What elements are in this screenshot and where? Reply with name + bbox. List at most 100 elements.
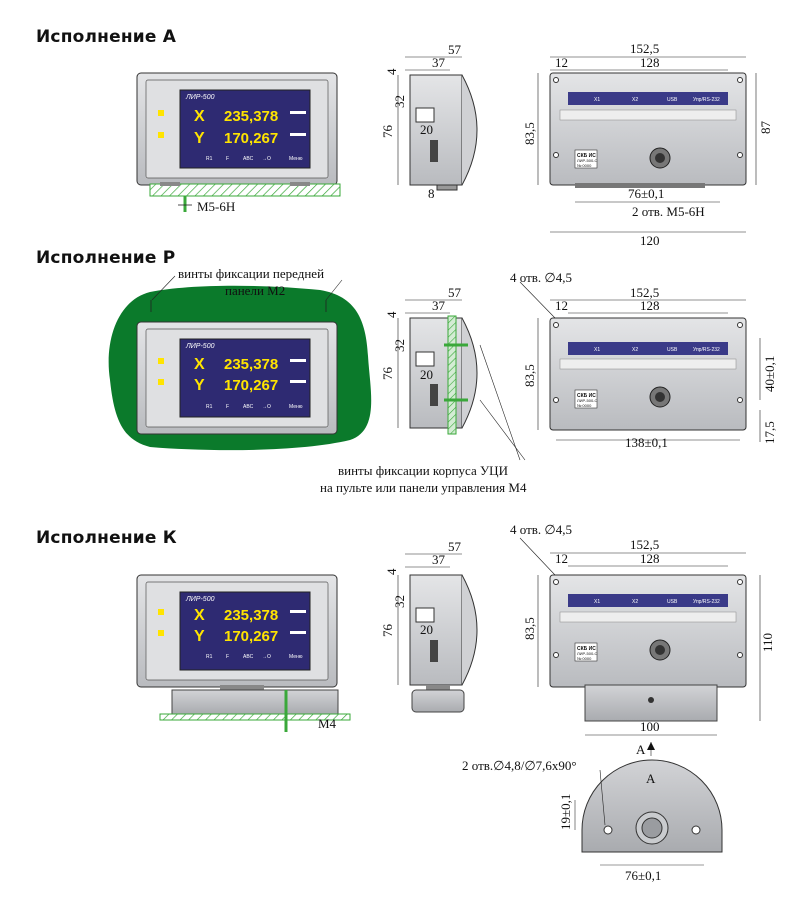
- dim-32-p: 32: [392, 339, 407, 352]
- dim-152-a: 152,5: [630, 41, 659, 56]
- view-a-base: [574, 759, 723, 866]
- rear-label-line3-a: № 0000: [577, 163, 592, 168]
- arrow-up-icon: [647, 742, 655, 750]
- dim-holes-a: 2 отв. M5-6H: [632, 204, 705, 219]
- side-dim-lines: [397, 56, 462, 685]
- rear-view-k: [549, 574, 747, 722]
- dim-holes-p: 4 отв. ∅4,5: [510, 270, 572, 285]
- rear-view-p: [549, 317, 747, 431]
- axis-x-a: X: [194, 108, 205, 125]
- view-a-label: A: [646, 771, 656, 786]
- btn-r1-a: R1: [206, 156, 213, 162]
- dim-76-a: 76: [380, 125, 395, 139]
- port-rs-k: Упр/RS-232: [693, 599, 720, 605]
- dim-19-k: 19±0,1: [558, 794, 573, 830]
- port-x2-a: X2: [632, 97, 638, 103]
- side-view-k: [409, 574, 478, 713]
- axis-y-a: Y: [194, 130, 205, 147]
- btn-menu-p: Меню: [289, 404, 303, 410]
- port-usb-p: USB: [667, 347, 678, 353]
- leader-lines: [151, 275, 606, 826]
- front-panel-k: [136, 574, 338, 688]
- port-x1-a: X1: [594, 97, 600, 103]
- dim-120-a: 120: [640, 233, 660, 248]
- btn-f-p: F: [226, 404, 229, 410]
- port-x2-p: X2: [632, 347, 638, 353]
- front-panel-p: [136, 300, 338, 435]
- btn-r1-k: R1: [206, 654, 213, 660]
- port-usb-a: USB: [667, 97, 678, 103]
- dim-32-a: 32: [392, 95, 407, 108]
- side-view-a: [409, 74, 478, 191]
- port-rs-a: Упр/RS-232: [693, 97, 720, 103]
- dim-12-p: 12: [555, 298, 568, 313]
- dim-8-a: 8: [428, 186, 435, 201]
- dim-87-a: 87: [758, 121, 773, 135]
- dim-20-p: 20: [420, 367, 433, 382]
- btn-zero-k: →O: [262, 654, 271, 660]
- dim-12-a: 12: [555, 55, 568, 70]
- panel-title-p: ЛИР-500: [185, 343, 215, 350]
- label-front-screws-1: винты фиксации передней: [178, 266, 324, 281]
- dim-12-k: 12: [555, 551, 568, 566]
- dim-100-k: 100: [640, 719, 660, 734]
- rear-label-line2-p: ЛИР-500-С: [577, 398, 598, 403]
- btn-menu-k: Меню: [289, 654, 303, 660]
- btn-menu-a: Меню: [289, 156, 303, 162]
- dim-20-a: 20: [420, 122, 433, 137]
- dim-152-k: 152,5: [630, 537, 659, 552]
- axis-y-p: Y: [194, 377, 205, 394]
- front-mount-a: [149, 182, 341, 212]
- btn-zero-p: →O: [262, 404, 271, 410]
- dim-40-p: 40±0,1: [762, 356, 777, 392]
- dim-76-p: 76: [380, 367, 395, 381]
- dim-37-k: 37: [432, 552, 446, 567]
- dim-57-k: 57: [448, 539, 462, 554]
- port-usb-k: USB: [667, 599, 678, 605]
- port-x1-k: X1: [594, 599, 600, 605]
- label-body-screws-2: на пульте или панели управления М4: [320, 480, 527, 495]
- dim-76-rear-a: 76±0,1: [628, 186, 664, 201]
- btn-f-k: F: [226, 654, 229, 660]
- rear-label-line3-p: № 0000: [577, 403, 592, 408]
- btn-r1-p: R1: [206, 404, 213, 410]
- dim-110-k: 110: [760, 633, 775, 652]
- label-body-screws-1: винты фиксации корпуса УЦИ: [338, 463, 508, 478]
- value-y-k: 170,267: [224, 628, 278, 645]
- dim-128-p: 128: [640, 298, 660, 313]
- dim-holes-k: 4 отв. ∅4,5: [510, 522, 572, 537]
- axis-x-k: X: [194, 607, 205, 624]
- dim-83-k: 83,5: [522, 617, 537, 640]
- axis-x-p: X: [194, 356, 205, 373]
- panel-title-k: ЛИР-500: [185, 596, 215, 603]
- value-y-p: 170,267: [224, 377, 278, 394]
- value-y-a: 170,267: [224, 130, 278, 147]
- dim-57-p: 57: [448, 285, 462, 300]
- value-x-p: 235,378: [224, 356, 278, 373]
- dim-76-k: 76: [380, 624, 395, 638]
- dim-37-a: 37: [432, 55, 446, 70]
- dim-76-k2: 76±0,1: [625, 868, 661, 883]
- dim-128-k: 128: [640, 551, 660, 566]
- section-title-k: Исполнение К: [36, 528, 177, 548]
- dim-152-p: 152,5: [630, 285, 659, 300]
- panel-title-a: ЛИР-500: [185, 94, 215, 101]
- value-x-k: 235,378: [224, 607, 278, 624]
- section-title-p: Исполнение Р: [36, 248, 176, 268]
- dim-20-k: 20: [420, 622, 433, 637]
- rear-dim-lines: [537, 56, 761, 756]
- dim-32-k: 32: [392, 595, 407, 608]
- dim-4-k: 4: [384, 568, 399, 575]
- port-x2-k: X2: [632, 599, 638, 605]
- dim-4-a: 4: [384, 68, 399, 75]
- port-rs-p: Упр/RS-232: [693, 347, 720, 353]
- dim-m4-k: M4: [318, 716, 337, 731]
- rear-label-line1-a: СКБ ИС: [577, 153, 596, 159]
- rear-label-line1-p: СКБ ИС: [577, 393, 596, 399]
- dim-128-a: 128: [640, 55, 660, 70]
- dim-83-p: 83,5: [522, 364, 537, 387]
- side-view-p: [409, 315, 478, 435]
- btn-abc-p: ABC: [243, 404, 254, 410]
- rear-label-line2-a: ЛИР-500-С: [577, 158, 598, 163]
